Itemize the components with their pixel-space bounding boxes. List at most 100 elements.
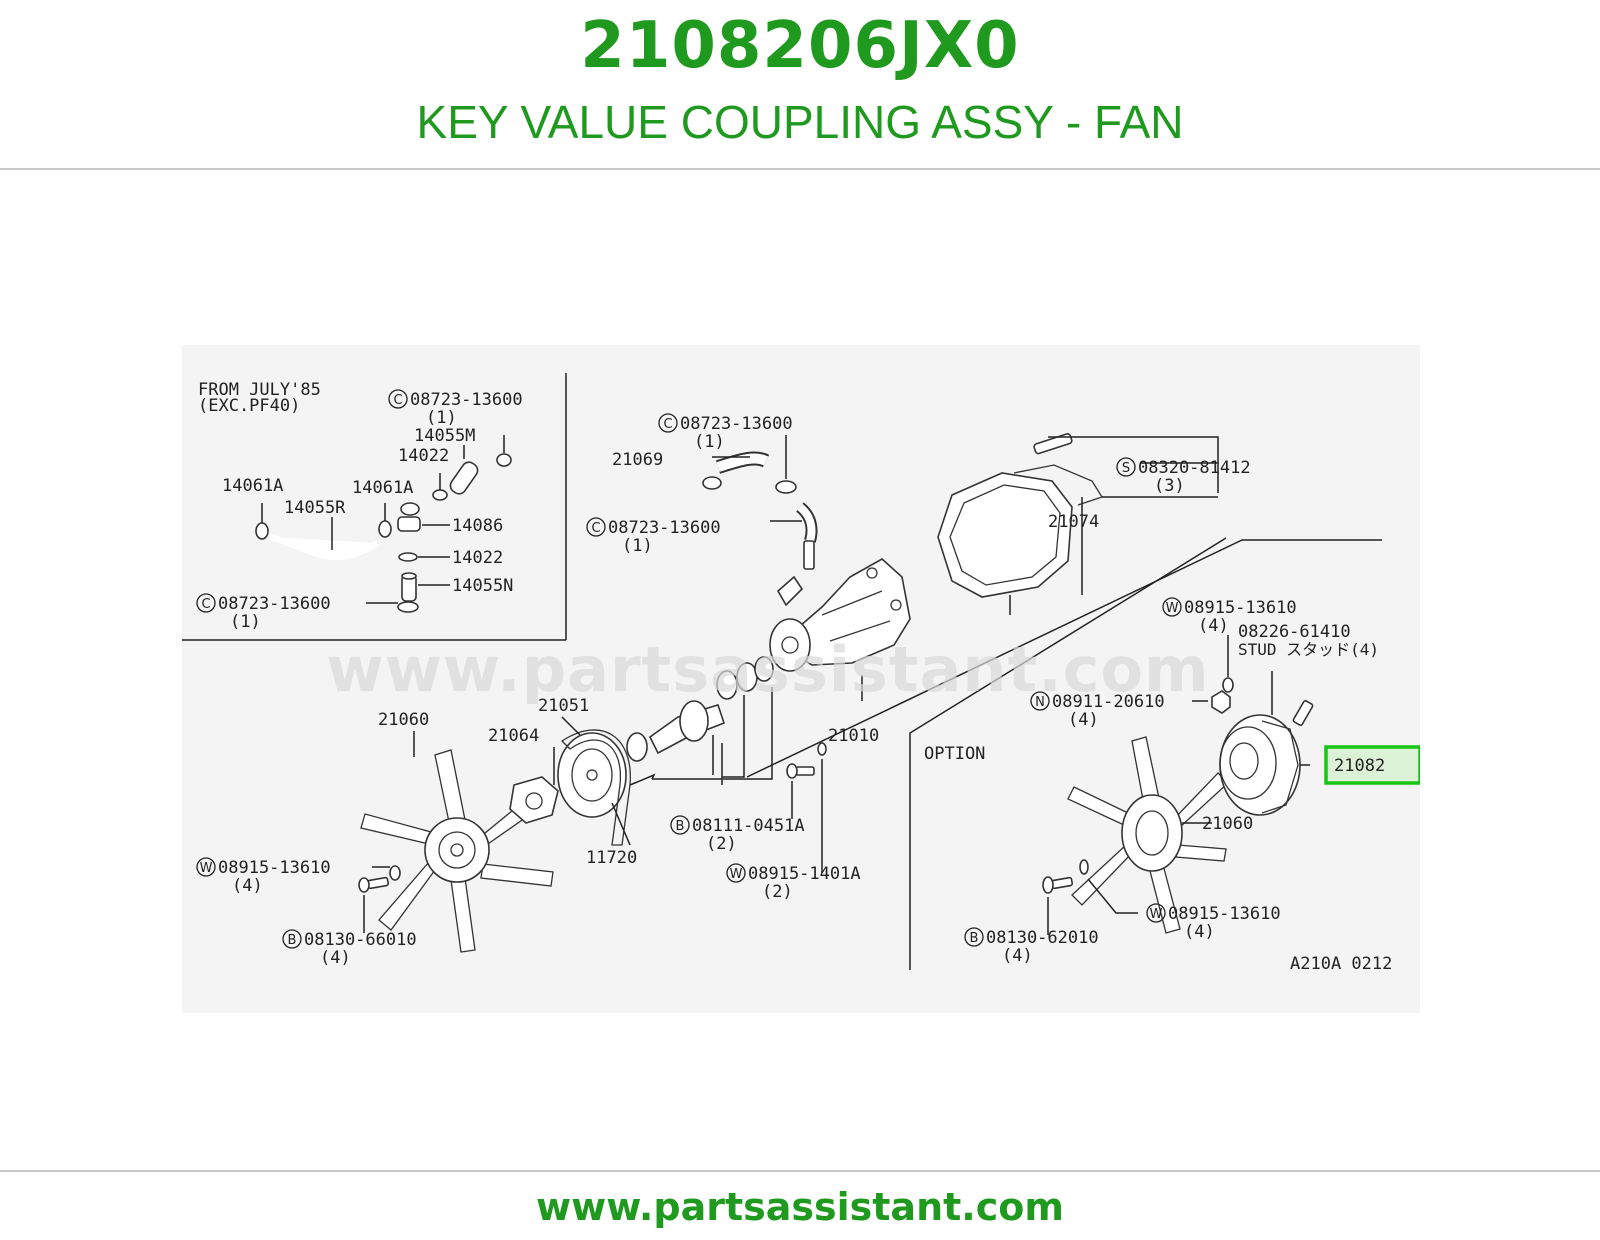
svg-text:W: W: [1150, 907, 1163, 922]
svg-text:(4): (4): [1198, 616, 1229, 636]
clamp-08723-inset-bottom: [397, 601, 419, 613]
callout-bolt-08130-62010: B 08130-62010 (4): [964, 927, 1099, 966]
page-header: 2108206JX0 KEY VALUE COUPLING ASSY - FAN: [0, 0, 1600, 170]
nut-08911-20610: [1211, 690, 1231, 714]
inset-box: [182, 373, 567, 641]
label-14061a-left: 14061A: [222, 476, 283, 496]
svg-text:C: C: [663, 417, 672, 432]
label-14086: 14086: [452, 516, 503, 536]
svg-text:(1): (1): [622, 536, 653, 556]
svg-text:(1): (1): [426, 408, 457, 428]
svg-text:S: S: [1122, 461, 1130, 476]
bolt-08130-62010: [1042, 876, 1074, 894]
clamp-14022-lower: [398, 552, 418, 562]
callout-bolt-08130-66010: B 08130-66010 (4): [282, 929, 417, 968]
label-21069: 21069: [612, 450, 663, 470]
figure-code: A210A 0212: [1290, 954, 1392, 974]
inset-leaders: [261, 435, 505, 604]
inset-note-line2: (EXC.PF40): [198, 396, 300, 416]
hose-14055n: [401, 572, 417, 602]
washer-08915-13610-option-bottom: [1079, 859, 1089, 875]
footer-divider: [0, 1170, 1600, 1172]
label-14022-upper: 14022: [398, 446, 449, 466]
svg-text:B: B: [288, 933, 297, 948]
svg-text:B: B: [970, 931, 979, 946]
callout-clamp-08723-pipe: C 08723-13600 (1): [586, 517, 721, 556]
washer-08915-13610-left: [389, 865, 401, 881]
clamp-08723-21069-left: [702, 476, 722, 490]
diagram-canvas: FROM JULY'85 (EXC.PF40) OPTION: [182, 345, 1420, 1013]
svg-text:(4): (4): [320, 948, 351, 968]
label-21060-option: 21060: [1202, 814, 1253, 834]
clamp-08723-inset-top: [496, 453, 512, 467]
bearing-shaft: [648, 700, 725, 755]
svg-text:08911-20610: 08911-20610: [1052, 692, 1165, 712]
callout-washer-08915-13610-option-top: W 08915-13610 (4): [1162, 597, 1297, 636]
part-title: KEY VALUE COUPLING ASSY - FAN: [416, 96, 1184, 148]
svg-text:08723-13600: 08723-13600: [680, 414, 793, 434]
svg-text:(4): (4): [1068, 710, 1099, 730]
hose-lower-pipe: [795, 502, 818, 570]
fan-21060-left: [360, 749, 554, 953]
label-21074: 21074: [1048, 512, 1099, 532]
header-divider: [0, 168, 1600, 170]
svg-text:08915-13610: 08915-13610: [1168, 904, 1281, 924]
callout-washer-08915-1401a: W 08915-1401A (2): [726, 863, 861, 902]
footer-site-link[interactable]: www.partsassistant.com: [536, 1185, 1064, 1229]
clamp-14061a-right: [378, 520, 392, 538]
part-number: 2108206JX0: [580, 9, 1020, 83]
gasket-21074: [937, 464, 1103, 598]
callout-washer-08915-13610-left: W 08915-13610 (4): [196, 857, 331, 896]
option-note: OPTION: [924, 744, 985, 764]
hose-14055m: [449, 461, 479, 495]
svg-text:W: W: [200, 861, 213, 876]
washer-08915-1401a: [817, 742, 827, 756]
svg-text:08915-13610: 08915-13610: [1184, 598, 1297, 618]
label-14055n: 14055N: [452, 576, 513, 596]
svg-text:08915-13610: 08915-13610: [218, 858, 331, 878]
highlighted-part-21082[interactable]: 21082: [1324, 745, 1420, 785]
svg-text:(4): (4): [1184, 922, 1215, 942]
svg-text:08723-13600: 08723-13600: [218, 594, 331, 614]
label-14055r: 14055R: [284, 498, 346, 518]
clamp-14022-upper: [432, 489, 448, 501]
label-21051: 21051: [538, 696, 589, 716]
svg-text:C: C: [201, 597, 210, 612]
svg-text:W: W: [1166, 601, 1179, 616]
svg-text:(3): (3): [1154, 476, 1185, 496]
bolt-08130-66010: [358, 876, 390, 893]
label-21010: 21010: [828, 726, 879, 746]
svg-text:W: W: [730, 867, 743, 882]
callout-stud-08226-61410: 08226-61410 STUD スタッド(4): [1238, 622, 1379, 659]
svg-text:(4): (4): [232, 876, 263, 896]
svg-text:08915-1401A: 08915-1401A: [748, 864, 861, 884]
svg-text:08226-61410: 08226-61410: [1238, 622, 1351, 642]
option-divider: [746, 537, 1382, 970]
svg-text:(2): (2): [706, 834, 737, 854]
connector-14086: [397, 502, 421, 532]
callout-washer-08915-13610-option-bottom: W 08915-13610 (4): [1146, 903, 1281, 942]
svg-text:C: C: [591, 521, 600, 536]
svg-text:08130-66010: 08130-66010: [304, 930, 417, 950]
main-leaders: [363, 435, 1310, 935]
callout-nut-08911-20610: N 08911-20610 (4): [1030, 691, 1165, 730]
label-14061a-right: 14061A: [352, 478, 413, 498]
seal-ring-3: [754, 656, 774, 682]
label-14055m: 14055M: [414, 426, 475, 446]
label-11720: 11720: [586, 848, 637, 868]
svg-text:08320-81412: 08320-81412: [1138, 458, 1251, 478]
exploded-parts-diagram: FROM JULY'85 (EXC.PF40) OPTION: [182, 345, 1420, 1013]
svg-text:STUD スタッド(4): STUD スタッド(4): [1238, 640, 1379, 659]
svg-text:08111-0451A: 08111-0451A: [692, 816, 805, 836]
clamp-14061a-left: [255, 522, 269, 540]
svg-text:(1): (1): [230, 612, 261, 632]
bolt-08320-81412: [1033, 433, 1073, 455]
svg-text:08723-13600: 08723-13600: [410, 390, 523, 410]
svg-text:08130-62010: 08130-62010: [986, 928, 1099, 948]
stud-08226-61410: [1292, 700, 1314, 726]
pulley-21051: [557, 732, 627, 818]
seal-ring-1: [716, 670, 738, 700]
label-14022-lower: 14022: [452, 548, 503, 568]
callout-bolt-08320-81412: S 08320-81412 (3): [1116, 457, 1251, 496]
svg-text:08723-13600: 08723-13600: [608, 518, 721, 538]
